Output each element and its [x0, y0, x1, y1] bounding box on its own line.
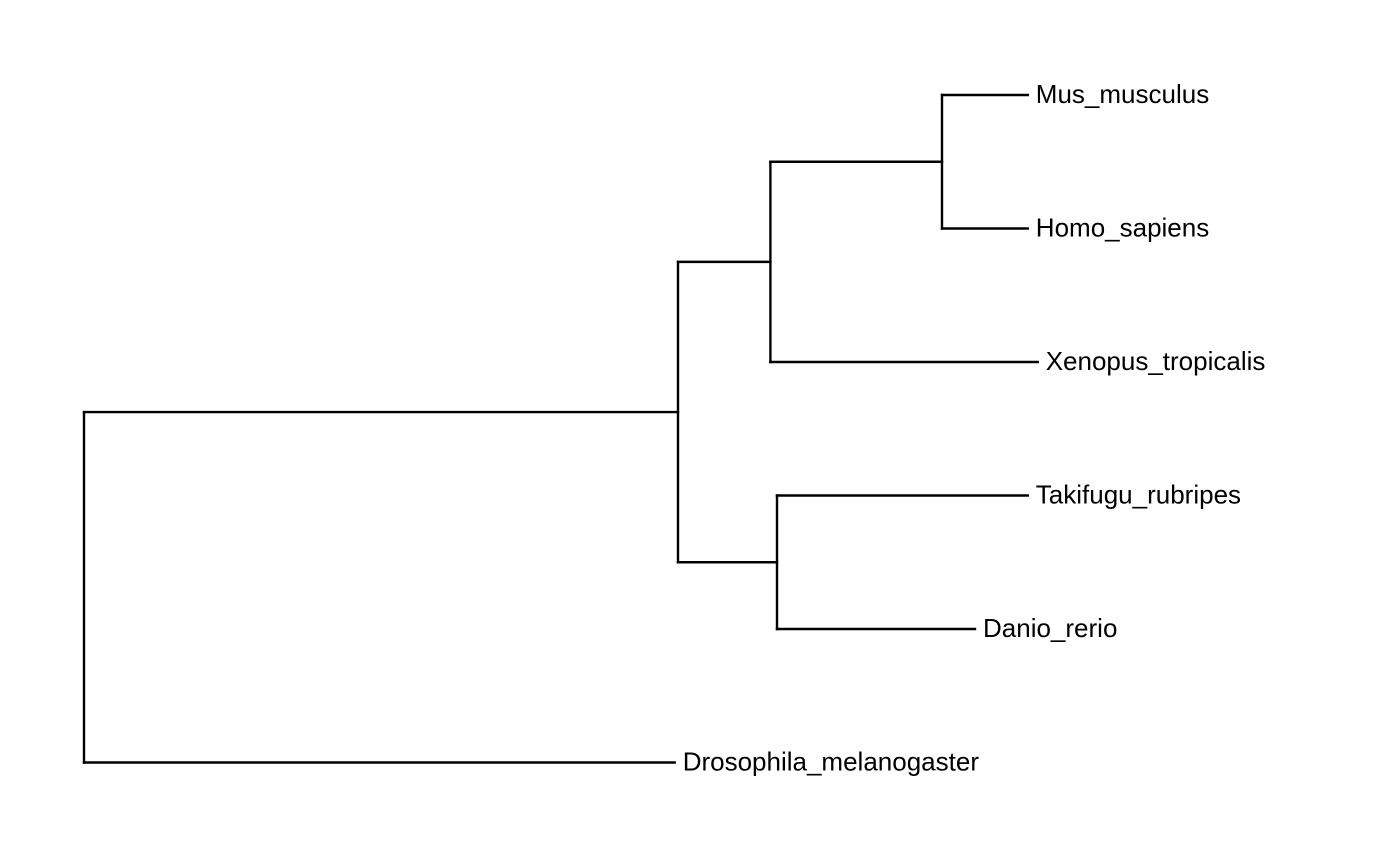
tip-labels: Mus_musculusHomo_sapiensXenopus_tropical… [683, 79, 1266, 777]
tip-label-homo-sapiens: Homo_sapiens [1036, 212, 1209, 242]
tree-branches [82, 93, 1039, 764]
tip-label-xenopus-tropicalis: Xenopus_tropicalis [1046, 346, 1266, 376]
tip-label-drosophila-melanogaster: Drosophila_melanogaster [683, 746, 980, 776]
tip-label-danio-rerio: Danio_rerio [983, 613, 1117, 643]
tip-label-mus-musculus: Mus_musculus [1036, 79, 1209, 109]
tip-label-takifugu-rubripes: Takifugu_rubripes [1036, 479, 1241, 509]
